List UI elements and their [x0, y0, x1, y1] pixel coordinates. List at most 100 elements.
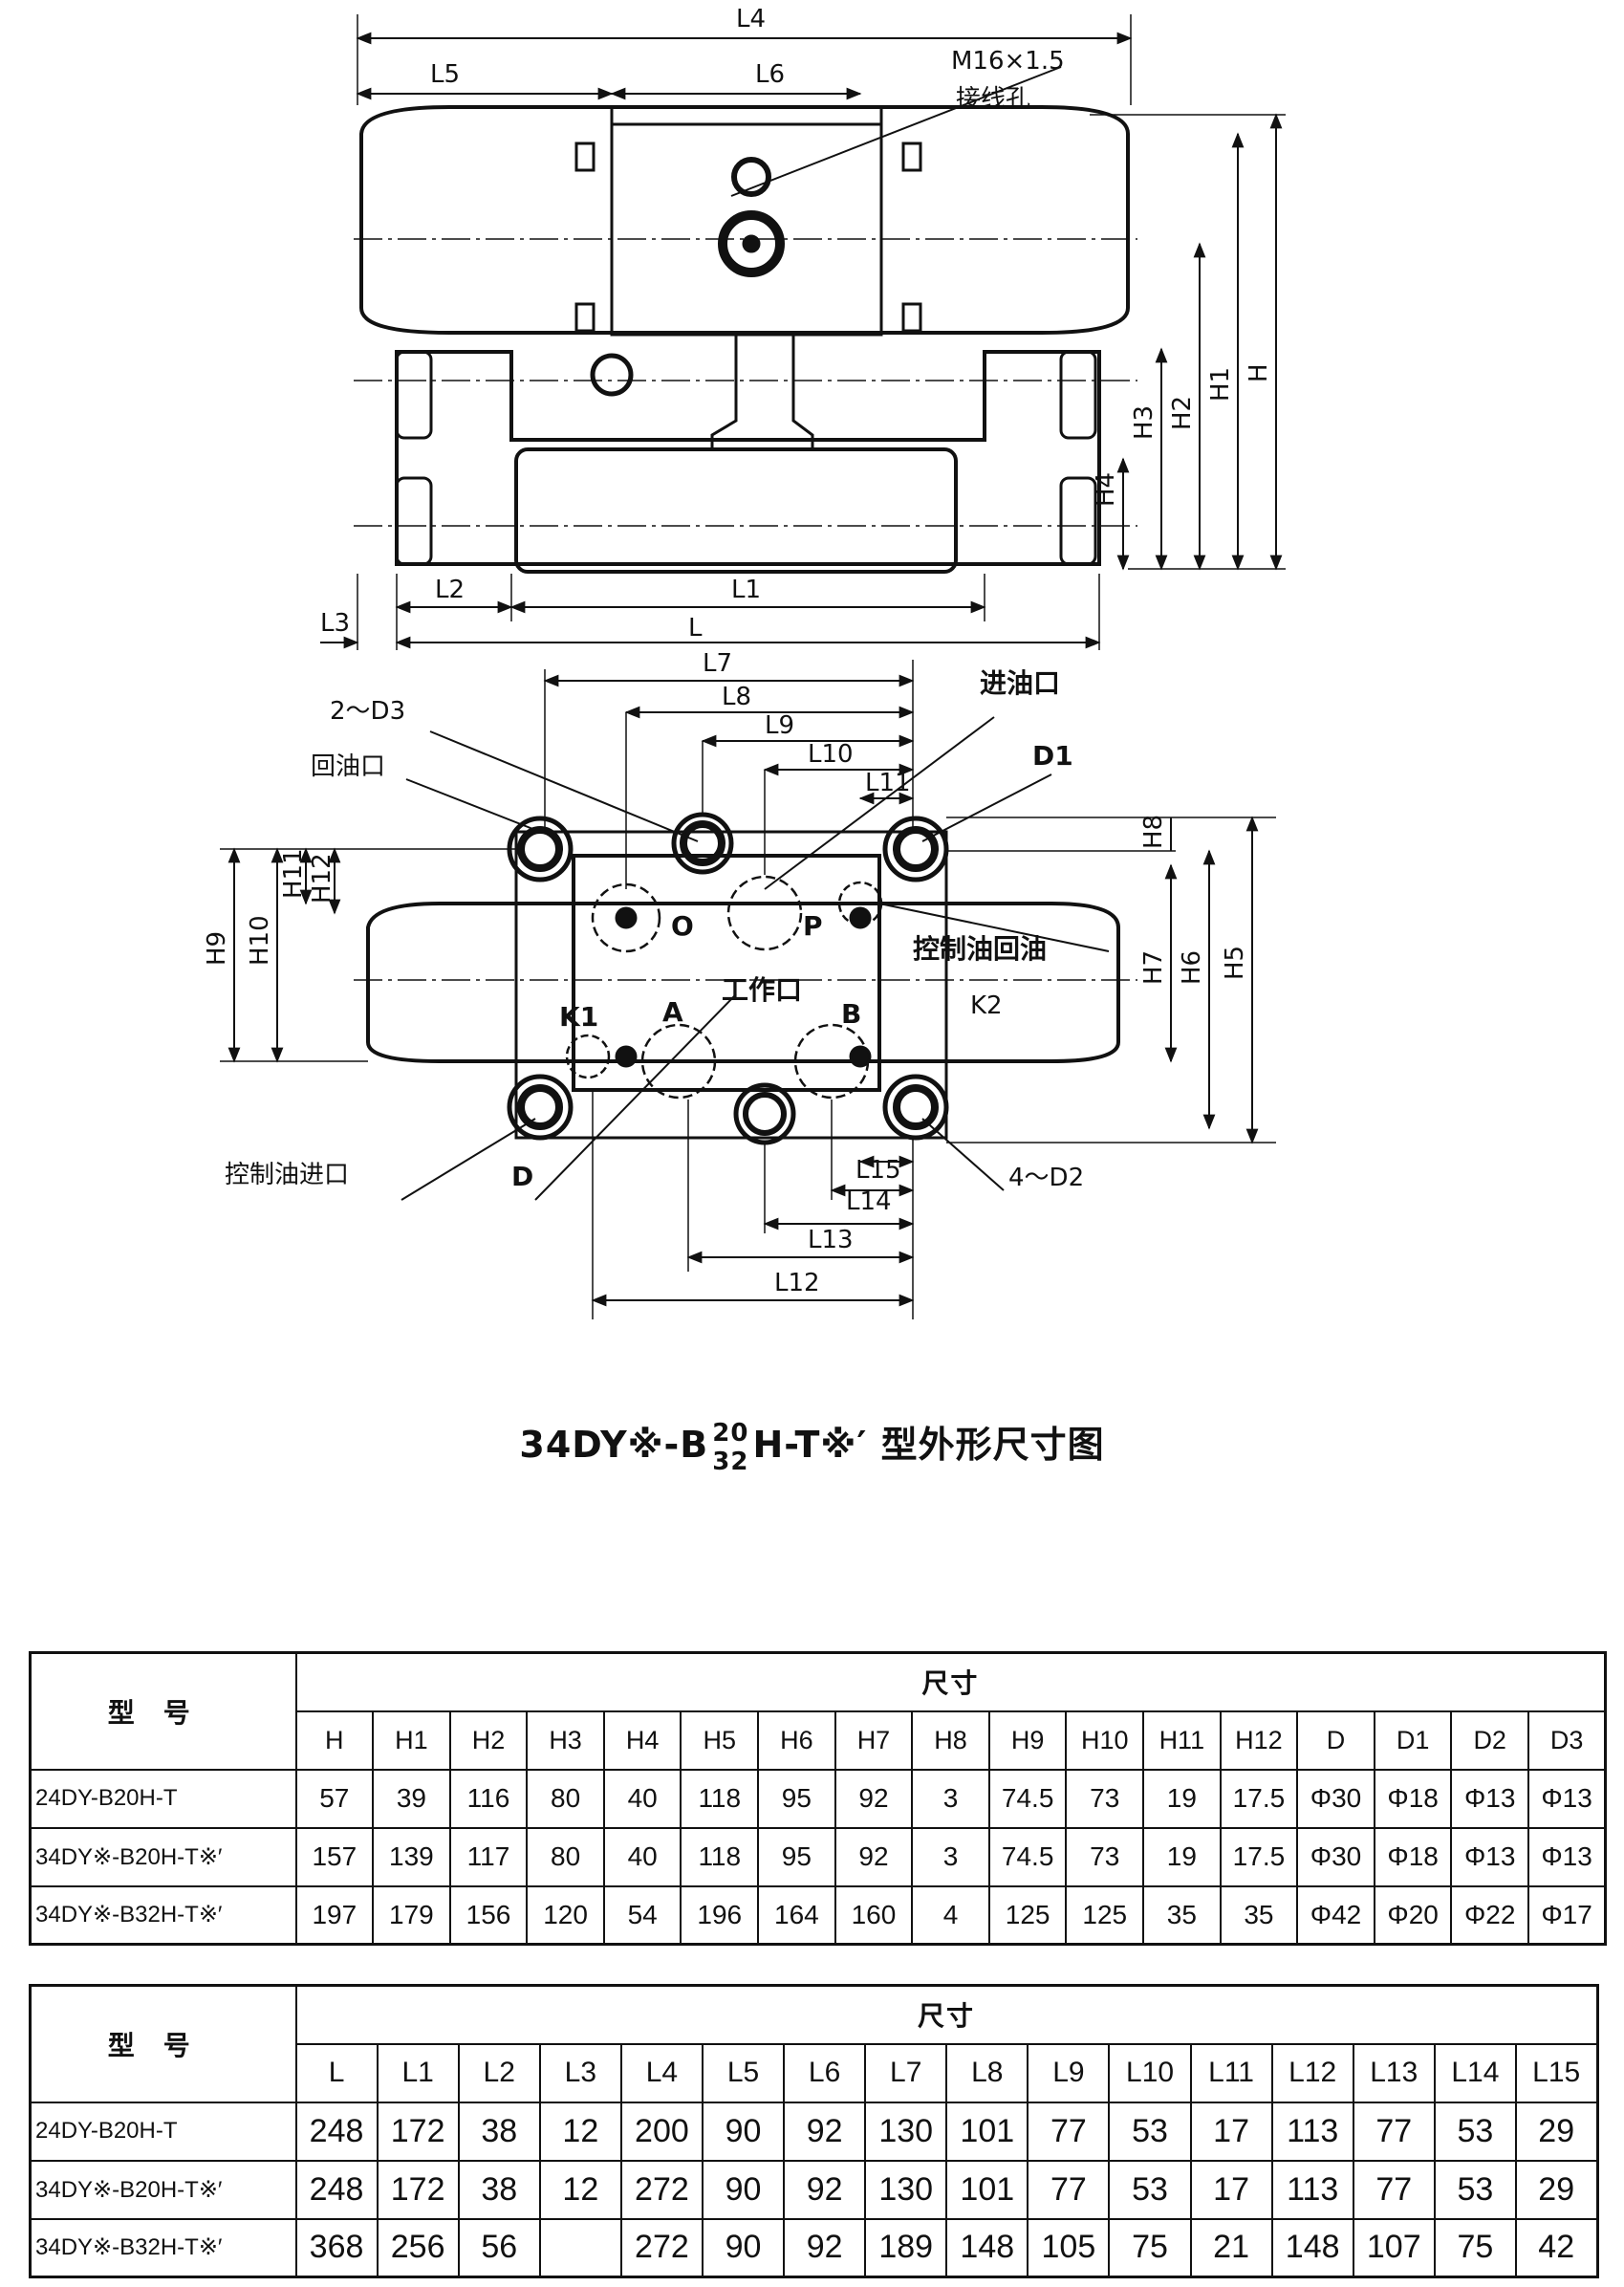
column-header: H2: [448, 1710, 529, 1771]
value-cell: 130: [864, 2159, 948, 2220]
column-header: H3: [526, 1710, 605, 1771]
value-cell: 197: [294, 1884, 375, 1946]
column-header: H: [294, 1710, 375, 1771]
value-cell: 157: [294, 1826, 375, 1887]
column-header: L3: [538, 2042, 622, 2103]
value-cell: 77: [1352, 2101, 1436, 2162]
dim-label-H: H: [1245, 363, 1273, 382]
dim-label-L7: L7: [703, 649, 732, 678]
technical-drawing: L4 L5 L6 M16×1.5 接线孔 H H1 H2 H3 H4 L2 L1…: [203, 5, 1286, 1319]
value-cell: 113: [1270, 2159, 1354, 2220]
work-port-label: 工作口: [722, 974, 802, 1006]
value-cell: 19: [1142, 1826, 1222, 1887]
value-cell: 95: [757, 1768, 836, 1829]
dimension-header: 尺寸: [294, 1984, 1599, 2045]
value-cell: 248: [294, 2159, 379, 2220]
column-header: L7: [864, 2042, 948, 2103]
dim-label-H3: H3: [1130, 405, 1158, 440]
dim-label-H1: H1: [1206, 367, 1235, 402]
value-cell: 53: [1108, 2101, 1192, 2162]
value-cell: 17.5: [1219, 1826, 1299, 1887]
value-cell: 4: [911, 1884, 990, 1946]
column-header: H1: [372, 1710, 451, 1771]
value-cell: 74.5: [987, 1768, 1068, 1829]
dim-label-L10: L10: [808, 740, 854, 769]
column-header: L9: [1027, 2042, 1111, 2103]
value-cell: 56: [457, 2217, 541, 2278]
dim-label-L14: L14: [846, 1187, 892, 1216]
value-cell: Φ30: [1296, 1826, 1375, 1887]
dim-label-L5: L5: [430, 60, 460, 89]
dim-label-H4: H4: [1092, 472, 1120, 507]
two-D3-label: 2～D3: [330, 697, 405, 726]
value-cell: 40: [602, 1768, 682, 1829]
column-header: L1: [376, 2042, 460, 2103]
column-header: D1: [1373, 1710, 1453, 1771]
value-cell: 101: [945, 2159, 1029, 2220]
column-header: L14: [1433, 2042, 1517, 2103]
value-cell: Φ13: [1527, 1768, 1607, 1829]
value-cell: 196: [680, 1884, 760, 1946]
value-cell: 57: [294, 1768, 375, 1829]
value-cell: 12: [538, 2159, 622, 2220]
value-cell: 172: [376, 2101, 460, 2162]
column-header: H11: [1142, 1710, 1222, 1771]
value-cell: 118: [680, 1826, 760, 1887]
dim-label-H10: H10: [246, 915, 274, 966]
value-cell: 35: [1219, 1884, 1299, 1946]
value-cell: 172: [376, 2159, 460, 2220]
dim-label-L12: L12: [774, 1269, 820, 1297]
value-cell: 77: [1027, 2101, 1111, 2162]
value-cell: 80: [526, 1826, 605, 1887]
value-cell: 92: [783, 2159, 867, 2220]
value-cell: 29: [1514, 2101, 1599, 2162]
control-oil-inlet-label: 控制油进口: [225, 1161, 349, 1189]
value-cell: 116: [448, 1768, 529, 1829]
value-cell: 90: [701, 2159, 786, 2220]
model-header: 型号: [29, 1651, 297, 1771]
table-header-row: 型号尺寸: [29, 1984, 1599, 2103]
column-header: H8: [911, 1710, 990, 1771]
value-cell: 73: [1065, 1826, 1145, 1887]
dim-label-L9: L9: [765, 711, 794, 740]
value-cell: 38: [457, 2101, 541, 2162]
value-cell: 74.5: [987, 1826, 1068, 1887]
value-cell: 75: [1108, 2217, 1192, 2278]
value-cell: 73: [1065, 1768, 1145, 1829]
column-header: D3: [1527, 1710, 1607, 1771]
dim-label-H5: H5: [1221, 946, 1249, 980]
value-cell: Φ18: [1373, 1826, 1453, 1887]
dim-label-L: L: [688, 614, 703, 643]
model-cell: 24DY-B20H-T: [29, 2101, 297, 2162]
caption-prefix: 34DY※-B: [519, 1424, 709, 1466]
dim-label-L6: L6: [755, 60, 785, 89]
value-cell: 53: [1433, 2159, 1517, 2220]
value-cell: 17.5: [1219, 1768, 1299, 1829]
column-header: L12: [1270, 2042, 1354, 2103]
value-cell: 164: [757, 1884, 836, 1946]
value-cell: Φ22: [1450, 1884, 1529, 1946]
value-cell: Φ20: [1373, 1884, 1453, 1946]
model-cell: 24DY-B20H-T: [29, 1768, 297, 1829]
column-header: L10: [1108, 2042, 1192, 2103]
value-cell: 256: [376, 2217, 460, 2278]
four-D2-label: 4～D2: [1008, 1164, 1084, 1192]
D-label: D: [511, 1161, 533, 1192]
model-cell: 34DY※-B32H-T※′: [29, 2217, 297, 2278]
value-cell: 189: [864, 2217, 948, 2278]
dim-label-L11: L11: [865, 769, 911, 797]
value-cell: 92: [834, 1768, 914, 1829]
column-header: D: [1296, 1710, 1375, 1771]
value-cell: Φ13: [1450, 1768, 1529, 1829]
value-cell: Φ13: [1527, 1826, 1607, 1887]
value-cell: 148: [1270, 2217, 1354, 2278]
value-cell: 118: [680, 1768, 760, 1829]
value-cell: Φ13: [1450, 1826, 1529, 1887]
value-cell: 92: [783, 2101, 867, 2162]
